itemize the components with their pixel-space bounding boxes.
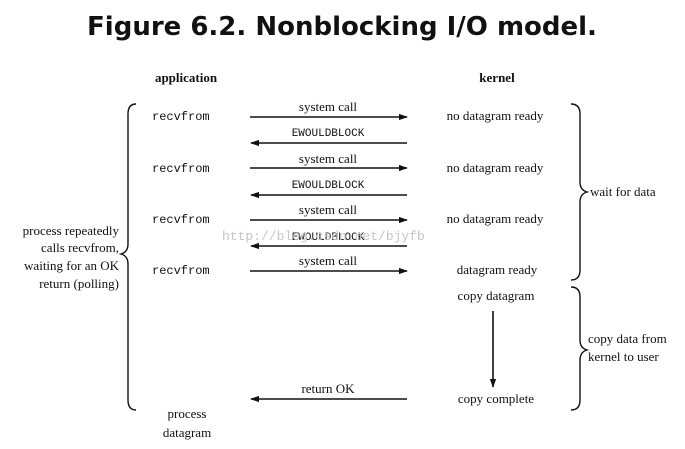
copy-data-label-line-2: kernel to user	[588, 349, 659, 364]
figure-title: Figure 6.2. Nonblocking I/O model.	[87, 12, 597, 42]
system-call-label-4: system call	[299, 253, 358, 268]
process-datagram-line-2: datagram	[163, 425, 211, 440]
ewouldblock-label-3: EWOULDBLOCK	[292, 232, 365, 244]
copy-complete-label: copy complete	[458, 391, 534, 406]
recvfrom-call-4: recvfrom	[152, 264, 210, 278]
copy-datagram-label: copy datagram	[458, 288, 535, 303]
left-brace-label-line-4: return (polling)	[39, 276, 119, 291]
left-brace-label-line-1: process repeatedly	[23, 223, 120, 238]
recvfrom-call-2: recvfrom	[152, 162, 210, 176]
left-brace-label-line-3: waiting for an OK	[24, 258, 120, 273]
system-call-label-2: system call	[299, 151, 358, 166]
kernel-state-1: no datagram ready	[447, 108, 544, 123]
wait-for-data-label: wait for data	[590, 184, 656, 199]
kernel-header: kernel	[479, 70, 515, 85]
left-brace	[118, 103, 137, 411]
recvfrom-call-3: recvfrom	[152, 213, 210, 227]
copy-data-brace	[570, 286, 590, 411]
left-brace-label-line-2: calls recvfrom,	[41, 240, 119, 255]
copy-data-label-line-1: copy data from	[588, 331, 667, 346]
watermark-text: http://blog.csdn.net/bjyfb	[222, 229, 425, 244]
system-call-label-3: system call	[299, 202, 358, 217]
kernel-state-4: datagram ready	[457, 262, 538, 277]
wait-for-data-brace	[570, 103, 590, 281]
ewouldblock-label-1: EWOULDBLOCK	[292, 128, 365, 140]
ewouldblock-label-2: EWOULDBLOCK	[292, 180, 365, 192]
return-ok-label: return OK	[301, 381, 355, 396]
process-datagram-line-1: process	[168, 406, 207, 421]
recvfrom-call-1: recvfrom	[152, 110, 210, 124]
application-header: application	[155, 70, 218, 85]
kernel-state-3: no datagram ready	[447, 211, 544, 226]
system-call-label-1: system call	[299, 99, 358, 114]
kernel-state-2: no datagram ready	[447, 160, 544, 175]
